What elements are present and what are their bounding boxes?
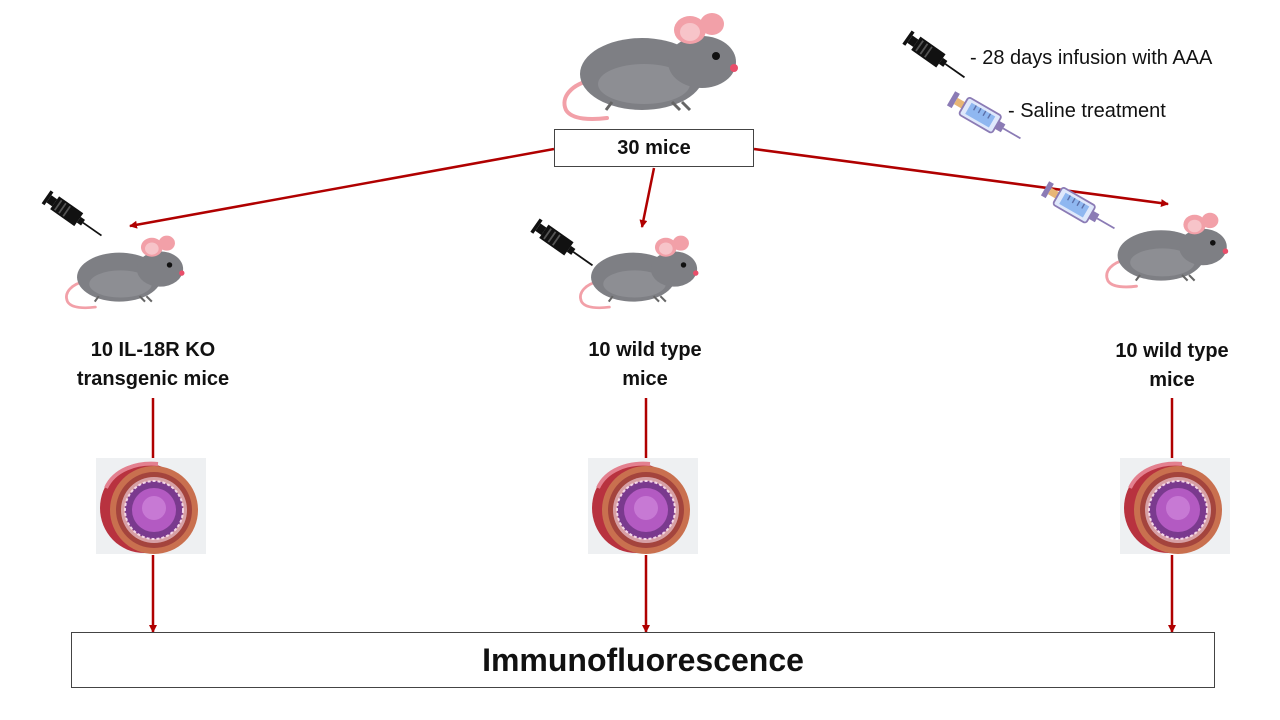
- arrow-to-group-1: [129, 147, 555, 229]
- group-1-label: 10 IL-18R KO transgenic mice: [43, 336, 263, 394]
- group-3-label-line-2: mice: [1149, 369, 1195, 391]
- group-2-label-line-1: 10 wild type: [588, 339, 702, 361]
- group-2-label-line-2: mice: [622, 368, 668, 390]
- artery-cross-section-icon-group-1: [96, 458, 206, 554]
- mouse-icon-source: [562, 11, 740, 122]
- arrow-to-group-3: [753, 147, 1169, 208]
- group-1-label-line-1: 10 IL-18R KO: [90, 339, 216, 361]
- mouse-icon-group-3: [1105, 211, 1230, 289]
- saline-syringe-icon: [1040, 180, 1121, 236]
- arrow-to-group-2: [639, 167, 656, 228]
- artery-cross-section-icon-group-2: [588, 458, 698, 554]
- start-box-label: 30 mice: [617, 136, 691, 159]
- black-syringe-icon: [40, 190, 107, 242]
- immunofluorescence-label: Immunofluorescence: [482, 641, 804, 678]
- mouse-icon-group-2: [579, 234, 700, 310]
- legend-saline-text: - Saline treatment: [1008, 100, 1166, 122]
- artery-cross-section-icon-group-3: [1120, 458, 1230, 554]
- legend-infusion-text: - 28 days infusion with AAA: [970, 47, 1213, 69]
- group-3-label: 10 wild type mice: [1062, 337, 1280, 395]
- black-syringe-icon: [529, 218, 599, 272]
- legend-black-syringe-icon: [901, 30, 971, 84]
- group-1-label-line-2: transgenic mice: [76, 368, 230, 390]
- group-2-label: 10 wild type mice: [535, 336, 755, 394]
- start-box: 30 mice: [554, 129, 754, 167]
- group-3-label-line-1: 10 wild type: [1115, 340, 1229, 362]
- mouse-icon-group-1: [65, 234, 186, 310]
- immunofluorescence-box: Immunofluorescence: [71, 632, 1215, 688]
